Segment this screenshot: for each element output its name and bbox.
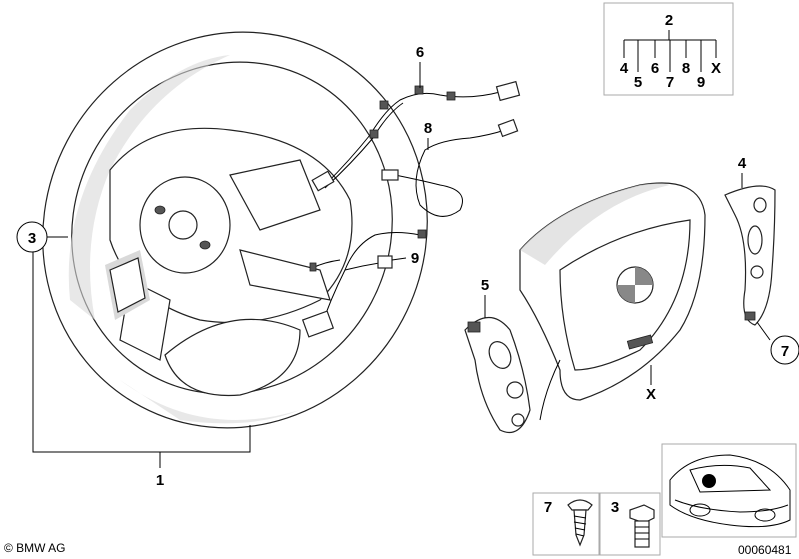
callout-1: 1 [156,472,164,489]
legend-row2-0: 5 [634,74,642,91]
callout-x: X [646,386,656,403]
legend-row2-2: 9 [697,74,705,91]
fastener-box-bolt: 3 [599,492,661,556]
cable-8[interactable] [381,118,519,217]
copyright-text: © BMW AG [4,541,66,555]
steering-wheel[interactable] [0,0,497,496]
legend-row1-2: 8 [682,60,690,77]
callout-4: 4 [738,155,747,172]
legend-row2-1: 7 [666,74,674,91]
callout-7-circle [770,335,799,365]
drawing-number: 00060481 [738,543,792,557]
callout-9: 9 [411,250,419,267]
bolt-label: 3 [611,499,619,516]
location-marker-icon [702,474,716,488]
fastener-box-screw: 7 [532,492,600,556]
callout-5: 5 [481,277,489,294]
callout-7: 7 [781,343,789,360]
switch-unit-4[interactable] [724,185,776,326]
vehicle-location-thumbnail [661,443,797,538]
callout-3: 3 [28,230,36,247]
legend-row1-1: 6 [651,60,659,77]
screw-label: 7 [544,499,552,516]
callout-8: 8 [424,120,432,137]
wiring-harness-6[interactable] [311,80,521,192]
legend-box: 2 4 6 8 X 5 7 9 [603,2,734,96]
wiring-harness-9[interactable] [301,229,427,338]
callout-6: 6 [416,44,424,61]
airbag-module[interactable] [519,182,706,421]
legend-top-label: 2 [665,12,673,29]
legend-row1-0: 4 [620,60,629,77]
legend-row1-3: X [711,60,721,77]
switch-unit-5[interactable] [464,316,531,434]
